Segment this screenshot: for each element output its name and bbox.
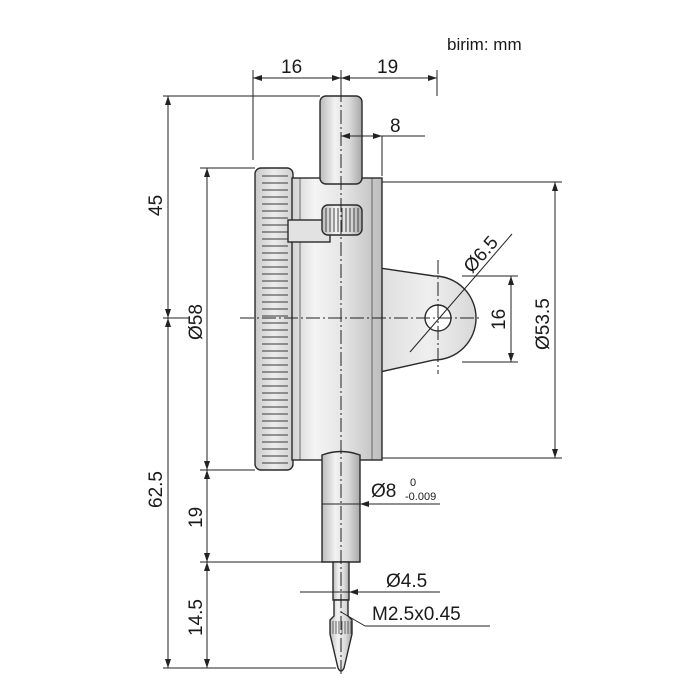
arrowheads — [165, 75, 558, 668]
dim-hole-diameter: Ø6.5 — [460, 232, 503, 277]
unit-label: birim: mm — [447, 35, 522, 54]
dim-top-right-width: 19 — [377, 57, 398, 78]
dim-tip-length: 14.5 — [186, 599, 207, 636]
dim-stem-height: 19 — [186, 507, 207, 528]
dim-thread: M2.5x0.45 — [372, 604, 461, 625]
dim-stem-offset: 8 — [390, 116, 401, 137]
dim-body-diameter: Ø53.5 — [533, 298, 554, 350]
dim-total-upper: 45 — [146, 195, 167, 216]
dim-top-left-width: 16 — [281, 57, 302, 78]
dim-tip-diameter: Ø4.5 — [386, 571, 427, 592]
dimension-lines — [163, 70, 562, 669]
dial-bezel — [254, 167, 294, 471]
dim-stem-tol-upper: 0 — [410, 477, 416, 489]
dim-lug-height: 16 — [489, 309, 510, 330]
dim-total-lower: 62.5 — [146, 471, 167, 508]
dim-stem-diameter: Ø8 — [371, 481, 396, 502]
dim-stem-tol-lower: -0.009 — [405, 491, 436, 503]
dim-dial-diameter: Ø58 — [186, 304, 207, 340]
bezel-knurling — [262, 175, 288, 464]
